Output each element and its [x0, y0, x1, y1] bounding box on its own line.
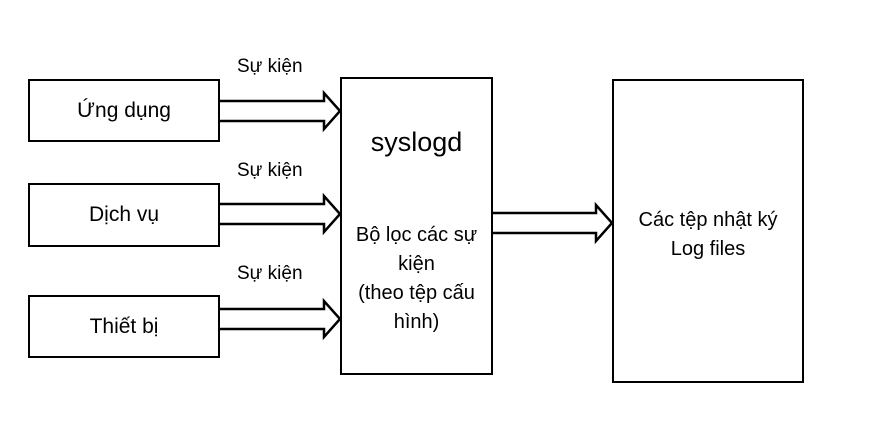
- source-label-thiet-bi: Thiết bị: [89, 314, 159, 338]
- event-label: Sự kiện: [237, 263, 303, 284]
- source-box-ung-dung: Ứng dụng: [28, 79, 220, 142]
- log-files-line: Log files: [670, 238, 746, 260]
- source-box-thiet-bi: Thiết bị: [28, 295, 220, 358]
- syslogd-description-line: hình): [393, 311, 440, 333]
- arrow-syslogd-to-log-files: [493, 201, 614, 245]
- syslogd-description-line: (theo tệp cấu: [358, 282, 475, 304]
- syslogd-description: Bộ lọc các sự kiện (theo tệp cấu hình): [342, 221, 491, 337]
- log-files-line: Các tệp nhật ký: [638, 209, 778, 231]
- arrow-thiet-bi-to-syslogd: [220, 297, 342, 341]
- source-label-ung-dung: Ứng dụng: [77, 98, 171, 122]
- syslogd-description-line: kiện: [398, 253, 435, 275]
- arrow-ung-dung-to-syslogd: [220, 89, 342, 133]
- syslogd-title: syslogd: [370, 127, 463, 157]
- log-files-text: Các tệp nhật ký Log files: [614, 206, 802, 264]
- source-label-dich-vu: Dịch vụ: [88, 203, 160, 226]
- syslogd-box: syslogd Bộ lọc các sự kiện (theo tệp cấu…: [340, 77, 493, 375]
- log-files-box: Các tệp nhật ký Log files: [612, 79, 804, 383]
- event-label: Sự kiện: [237, 56, 303, 77]
- arrow-dich-vu-to-syslogd: [220, 192, 342, 236]
- event-label: Sự kiện: [237, 160, 303, 181]
- source-box-dich-vu: Dịch vụ: [28, 183, 220, 247]
- syslogd-description-line: Bộ lọc các sự: [355, 224, 478, 246]
